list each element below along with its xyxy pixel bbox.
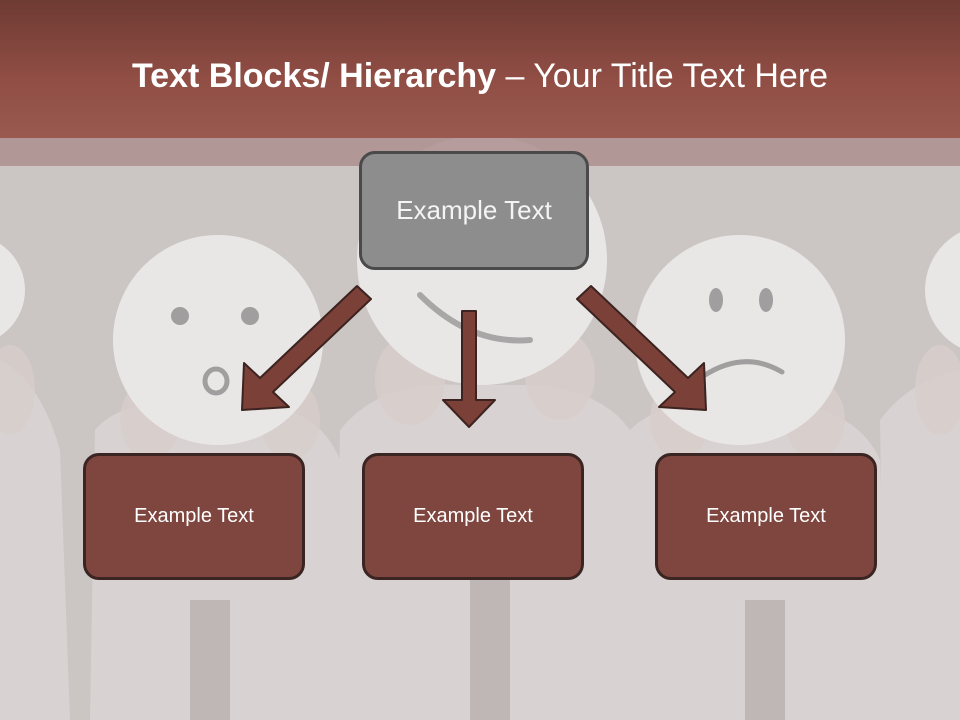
title-bold-part: Text Blocks/ Hierarchy <box>131 57 497 95</box>
slide-title: Text Blocks/ Hierarchy – Your Title Text… <box>0 52 960 100</box>
child-box-label: Example Text <box>134 505 254 527</box>
top-level-box[interactable]: Example Text <box>359 151 589 270</box>
child-box-label: Example Text <box>706 505 826 527</box>
arrow-down <box>442 310 496 428</box>
child-box-right[interactable]: Example Text <box>655 453 877 580</box>
child-box-label: Example Text <box>413 505 533 527</box>
arrow-right <box>576 285 707 411</box>
child-box-middle[interactable]: Example Text <box>362 453 584 580</box>
title-bar <box>0 0 960 138</box>
top-box-label: Example Text <box>396 195 552 225</box>
child-box-left[interactable]: Example Text <box>83 453 305 580</box>
title-normal-part: – Your Title Text Here <box>496 57 829 95</box>
arrow-left <box>241 285 372 411</box>
